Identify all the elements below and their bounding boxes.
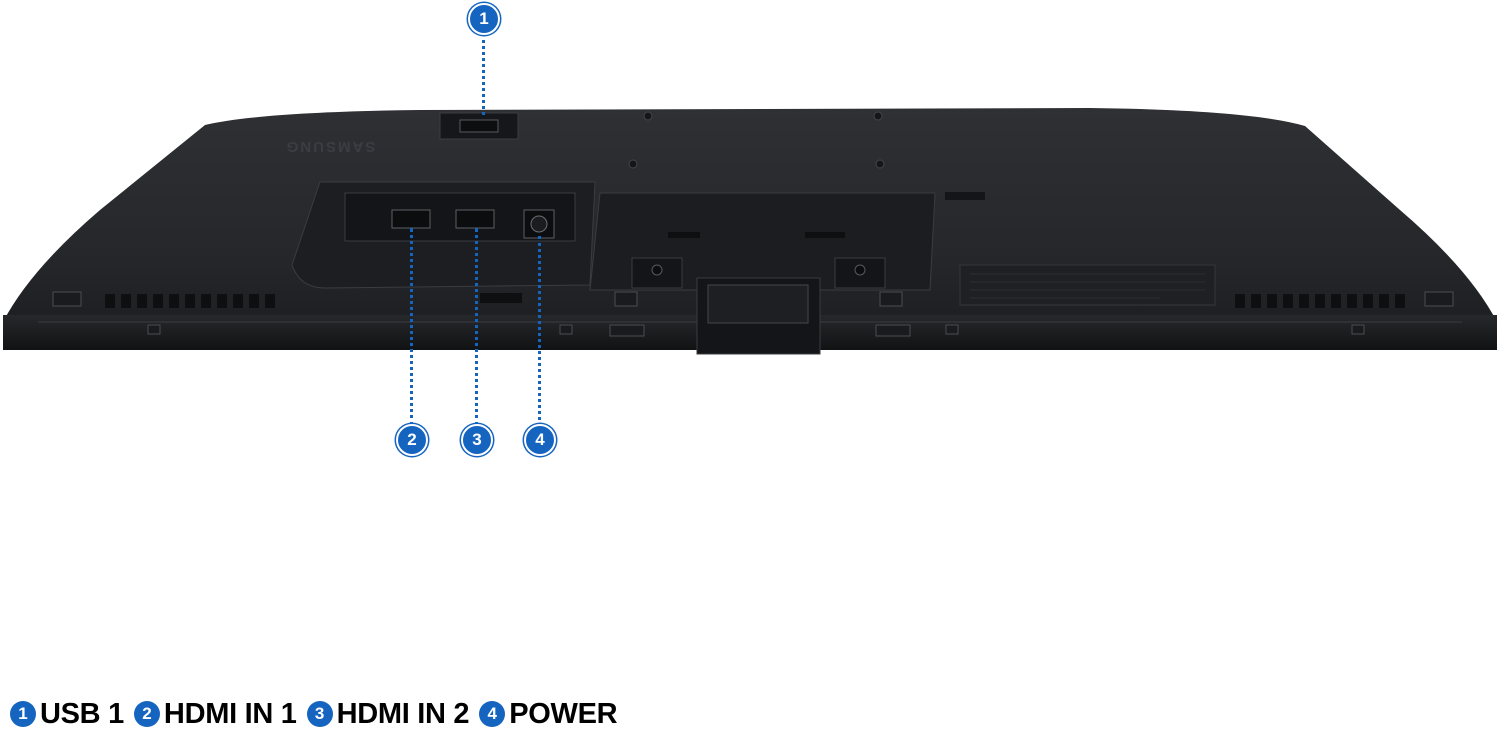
spec-label [959,264,1216,306]
legend-number: 3 [306,701,333,727]
hdmi-port-1 [391,209,431,229]
hdmi-port-2 [455,209,495,229]
callout-line-4 [538,236,541,426]
callout-line-1 [482,33,485,115]
legend-label: HDMI IN 2 [336,697,470,730]
callout-badge-4: 4 [524,424,556,456]
legend-number: 1 [10,701,36,727]
legend-label: USB 1 [40,697,124,730]
callout-line-3 [475,228,478,426]
legend-label: HDMI IN 1 [163,697,297,730]
legend-number: 2 [133,701,160,727]
legend-item-hdmi-2: 3 HDMI IN 2 [306,697,470,731]
vent-right [1235,294,1405,308]
callout-badge-1: 1 [468,3,500,35]
callout-badge-2: 2 [396,424,428,456]
port-legend: 1 USB 1 2 HDMI IN 1 3 HDMI IN 2 4 POWER [10,697,627,731]
legend-number: 4 [479,701,506,727]
legend-label: POWER [509,697,618,730]
callout-badge-3: 3 [461,424,493,456]
legend-item-hdmi-1: 2 HDMI IN 1 [133,697,297,731]
legend-item-usb: 1 USB 1 [10,698,124,731]
usb-port [459,119,499,133]
legend-item-power: 4 POWER [479,697,618,731]
vent-left [105,294,275,308]
callout-line-2 [410,228,413,426]
samsung-logo: SAMSUNG [285,138,376,155]
